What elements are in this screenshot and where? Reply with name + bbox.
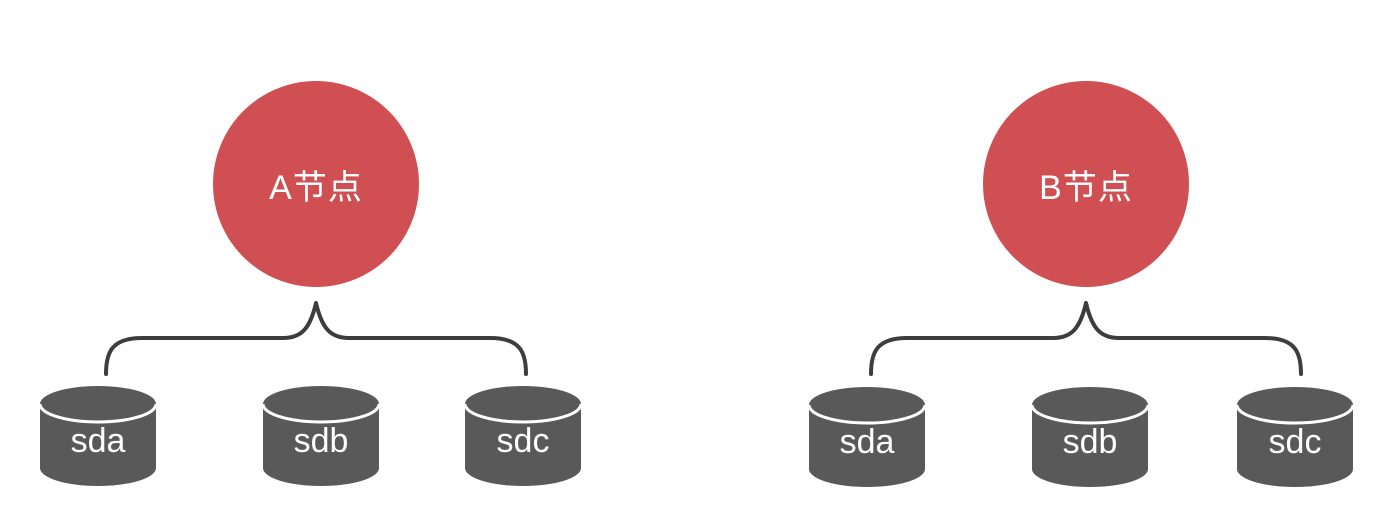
disk-label: sda — [840, 423, 895, 461]
disk-label: sdb — [1063, 423, 1118, 461]
node-b-circle: B节点 — [983, 81, 1189, 287]
disk-shape — [465, 386, 581, 486]
disk-lid-line — [1235, 404, 1355, 425]
disk-label: sda — [71, 422, 126, 460]
node-a-circle: A节点 — [213, 81, 419, 287]
node-b-label: B节点 — [1039, 168, 1133, 207]
brace-connector-a — [104, 301, 528, 376]
disk-lid-line — [261, 403, 381, 424]
disk-label: sdc — [497, 422, 550, 460]
disk-shape — [1032, 387, 1148, 487]
disk-cylinder: sdb — [1030, 387, 1150, 487]
disk-shape — [809, 387, 925, 487]
disk-lid-line — [1030, 404, 1150, 425]
disk-lid-line — [463, 403, 583, 424]
disk-cylinder: sdc — [463, 386, 583, 486]
disk-shape — [40, 386, 156, 486]
disk-shape — [1237, 387, 1353, 487]
brace-connector-b — [869, 301, 1303, 376]
disk-label: sdb — [294, 422, 349, 460]
disk-cylinder: sda — [807, 387, 927, 487]
disk-shape — [263, 386, 379, 486]
disk-cylinder: sdc — [1235, 387, 1355, 487]
disk-label: sdc — [1269, 423, 1322, 461]
disk-lid-line — [38, 403, 158, 424]
disk-cylinder: sda — [38, 386, 158, 486]
node-a-label: A节点 — [269, 168, 363, 207]
disk-cylinder: sdb — [261, 386, 381, 486]
disk-lid-line — [807, 404, 927, 425]
